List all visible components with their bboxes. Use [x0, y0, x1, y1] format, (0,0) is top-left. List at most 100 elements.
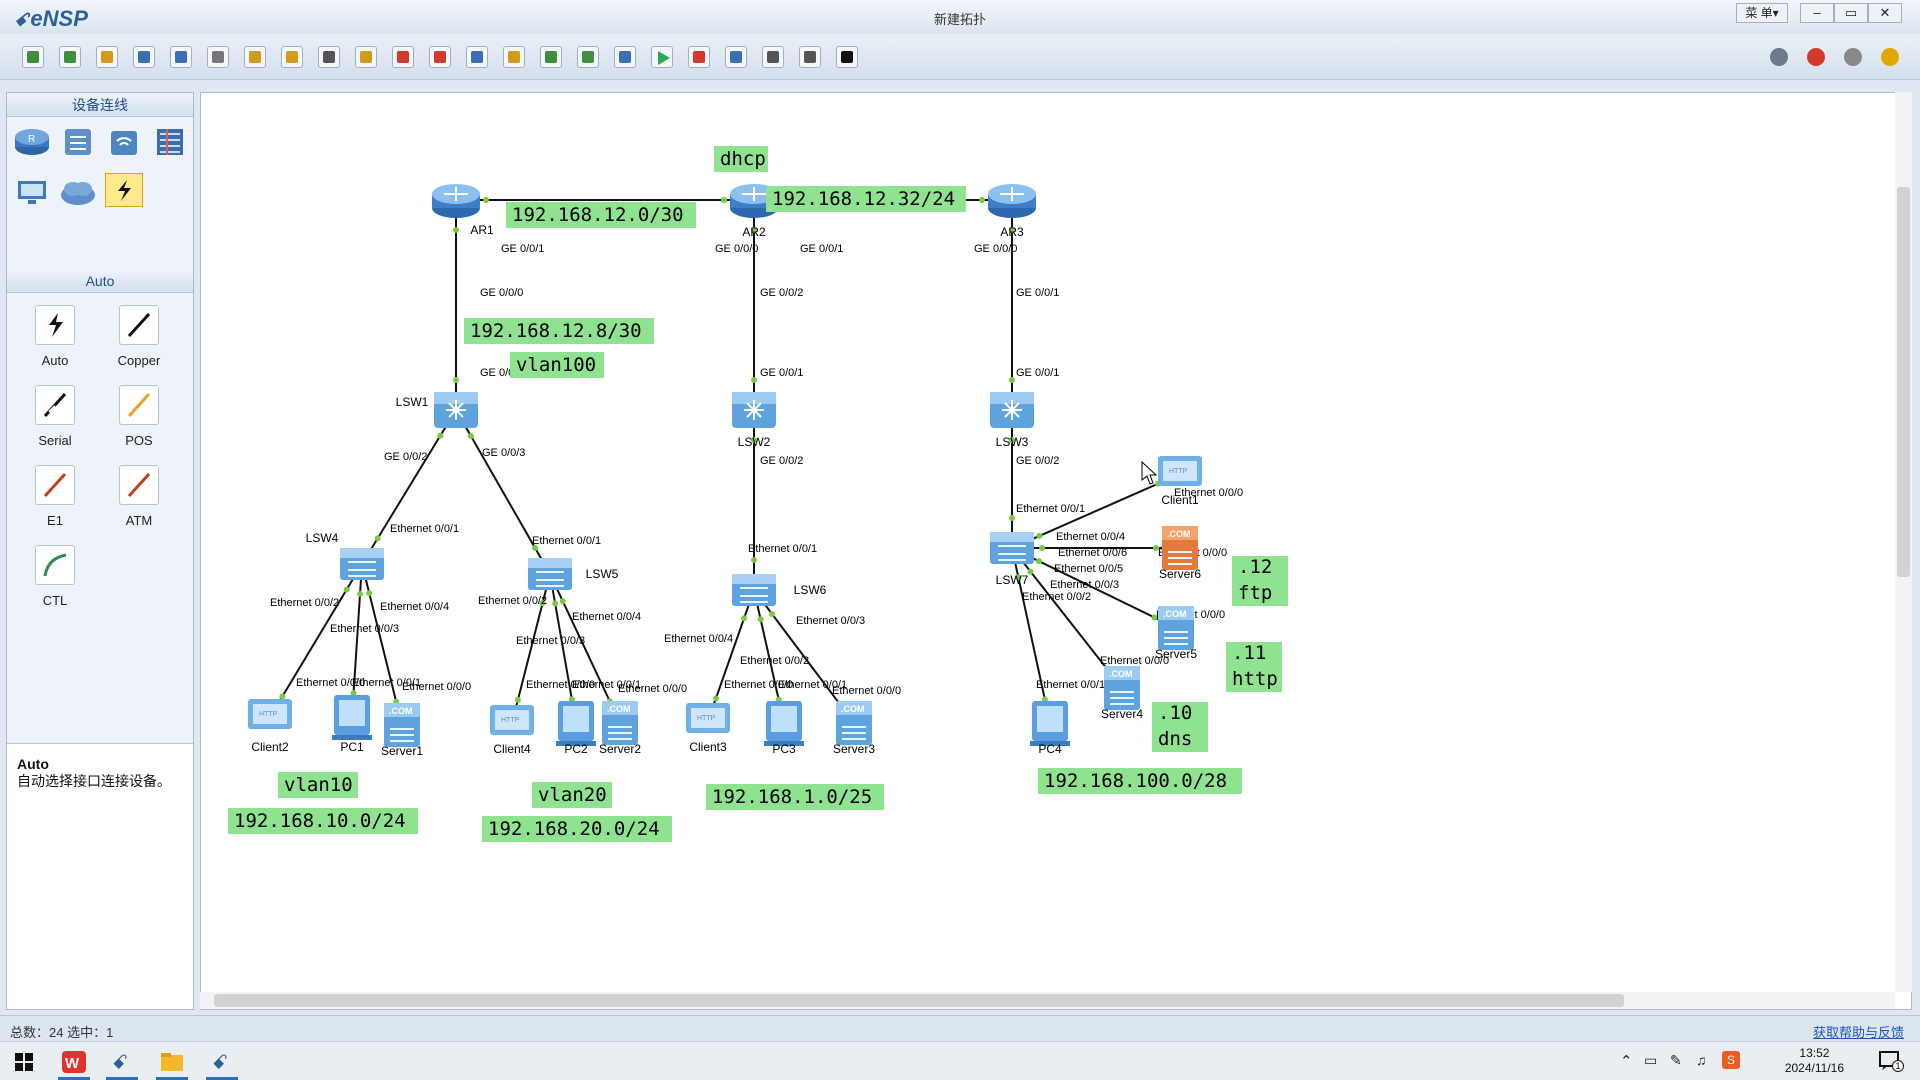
horizontal-scroll-thumb[interactable]: [214, 994, 1624, 1007]
zoom-out-icon[interactable]: [577, 46, 599, 68]
device-lsw2[interactable]: LSW2: [732, 392, 776, 449]
conn-copper[interactable]: Copper: [111, 305, 167, 368]
input-method-icon[interactable]: S: [1722, 1051, 1740, 1069]
topology-canvas[interactable]: [200, 92, 1912, 1010]
e1-cable-icon[interactable]: [35, 465, 75, 505]
label-dns-line2[interactable]: dns: [1152, 726, 1208, 752]
device-lsw3[interactable]: LSW3: [990, 392, 1034, 449]
device-ar1[interactable]: AR1: [432, 184, 494, 237]
label-ftp-line1[interactable]: .12: [1232, 556, 1288, 580]
device-pc4[interactable]: PC4: [1030, 701, 1070, 756]
label-net-vlan10[interactable]: 192.168.10.0/24: [228, 808, 418, 834]
label-vlan20[interactable]: vlan20: [532, 782, 612, 808]
label-net-vlan20[interactable]: 192.168.20.0/24: [482, 816, 672, 842]
copper-cable-icon[interactable]: [119, 305, 159, 345]
pan-icon[interactable]: [355, 46, 377, 68]
print-icon[interactable]: [207, 46, 229, 68]
new-example-icon[interactable]: [59, 46, 81, 68]
file-explorer-icon[interactable]: [152, 1047, 192, 1080]
terminal-icon[interactable]: [836, 46, 858, 68]
label-http-line1[interactable]: .11: [1226, 642, 1282, 666]
settings-icon[interactable]: [1842, 46, 1864, 68]
label-dhcp[interactable]: dhcp: [714, 146, 768, 172]
chat-icon[interactable]: [1768, 46, 1790, 68]
conn-atm[interactable]: ATM: [111, 465, 167, 528]
router-icon[interactable]: R: [13, 125, 51, 159]
serial-cable-icon[interactable]: [35, 385, 75, 425]
undo-icon[interactable]: [244, 46, 266, 68]
connection-icon[interactable]: [105, 173, 143, 207]
save-as-icon[interactable]: [170, 46, 192, 68]
conn-ctl[interactable]: CTL: [27, 545, 83, 608]
horizontal-scrollbar[interactable]: [200, 992, 1895, 1009]
conn-pos[interactable]: POS: [111, 385, 167, 448]
rectangle-icon[interactable]: [503, 46, 525, 68]
topology-icon[interactable]: [762, 46, 784, 68]
device-ar3[interactable]: AR3: [988, 184, 1036, 239]
conn-e1[interactable]: E1: [27, 465, 83, 528]
switch-icon[interactable]: [59, 125, 97, 159]
device-lsw1[interactable]: LSW1: [396, 392, 478, 428]
notification-icon[interactable]: 1: [1878, 1050, 1904, 1077]
zoom-in-icon[interactable]: [540, 46, 562, 68]
label-dns-line1[interactable]: .10: [1152, 702, 1208, 726]
wireless-icon[interactable]: [105, 125, 143, 159]
close-button[interactable]: ✕: [1868, 3, 1902, 23]
wps-icon[interactable]: W: [54, 1047, 94, 1080]
pen-icon[interactable]: ✎: [1670, 1052, 1682, 1068]
device-lsw4[interactable]: LSW4: [306, 531, 384, 580]
atm-cable-icon[interactable]: [119, 465, 159, 505]
ensp-taskbar-icon-2[interactable]: ꗃ: [202, 1047, 242, 1080]
volume-icon[interactable]: ♫: [1696, 1052, 1707, 1068]
device-pc3[interactable]: PC3: [764, 701, 804, 756]
open-icon[interactable]: [96, 46, 118, 68]
label-net-ar1-ar2[interactable]: 192.168.12.0/30: [506, 202, 696, 228]
label-net-lsw6[interactable]: 192.168.1.0/25: [706, 784, 884, 810]
auto-cable-icon[interactable]: [35, 305, 75, 345]
conn-auto[interactable]: Auto: [27, 305, 83, 368]
vertical-scroll-thumb[interactable]: [1897, 187, 1910, 577]
label-net-server[interactable]: 192.168.100.0/28: [1038, 768, 1242, 794]
label-vlan100[interactable]: vlan100: [510, 352, 604, 378]
label-vlan10[interactable]: vlan10: [278, 772, 358, 798]
menu-button[interactable]: 菜 单▾: [1736, 3, 1788, 23]
system-clock[interactable]: 13:52 2024/11/16: [1785, 1046, 1844, 1076]
ctl-cable-icon[interactable]: [35, 545, 75, 585]
stop-icon[interactable]: [688, 46, 710, 68]
label-http-line2[interactable]: http: [1226, 666, 1282, 692]
chevron-up-icon[interactable]: ⌃: [1620, 1053, 1633, 1070]
label-net-ar1-lsw1[interactable]: 192.168.12.8/30: [464, 318, 654, 344]
pos-cable-icon[interactable]: [119, 385, 159, 425]
conn-serial[interactable]: Serial: [27, 385, 83, 448]
capture-icon[interactable]: [725, 46, 747, 68]
device-lsw7[interactable]: LSW7: [990, 532, 1034, 587]
device-pc2[interactable]: PC2: [556, 701, 596, 756]
help-feedback-link[interactable]: 获取帮助与反馈: [1812, 1025, 1904, 1040]
pc-icon[interactable]: [13, 175, 51, 209]
device-lsw6[interactable]: LSW6: [732, 574, 827, 606]
start-icon[interactable]: [651, 46, 673, 68]
fit-icon[interactable]: [614, 46, 636, 68]
firewall-icon[interactable]: [151, 125, 189, 159]
delete-icon[interactable]: [392, 46, 414, 68]
device-lsw5[interactable]: LSW5: [528, 558, 619, 590]
select-icon[interactable]: [318, 46, 340, 68]
minimize-button[interactable]: –: [1800, 3, 1834, 23]
restore-button[interactable]: ▭: [1834, 3, 1868, 23]
cloud-icon[interactable]: [59, 175, 97, 209]
huawei-icon[interactable]: [1805, 46, 1827, 68]
delete-all-connections-icon[interactable]: [429, 46, 451, 68]
save-icon[interactable]: [133, 46, 155, 68]
text-icon[interactable]: [466, 46, 488, 68]
new-topology-icon[interactable]: [22, 46, 44, 68]
